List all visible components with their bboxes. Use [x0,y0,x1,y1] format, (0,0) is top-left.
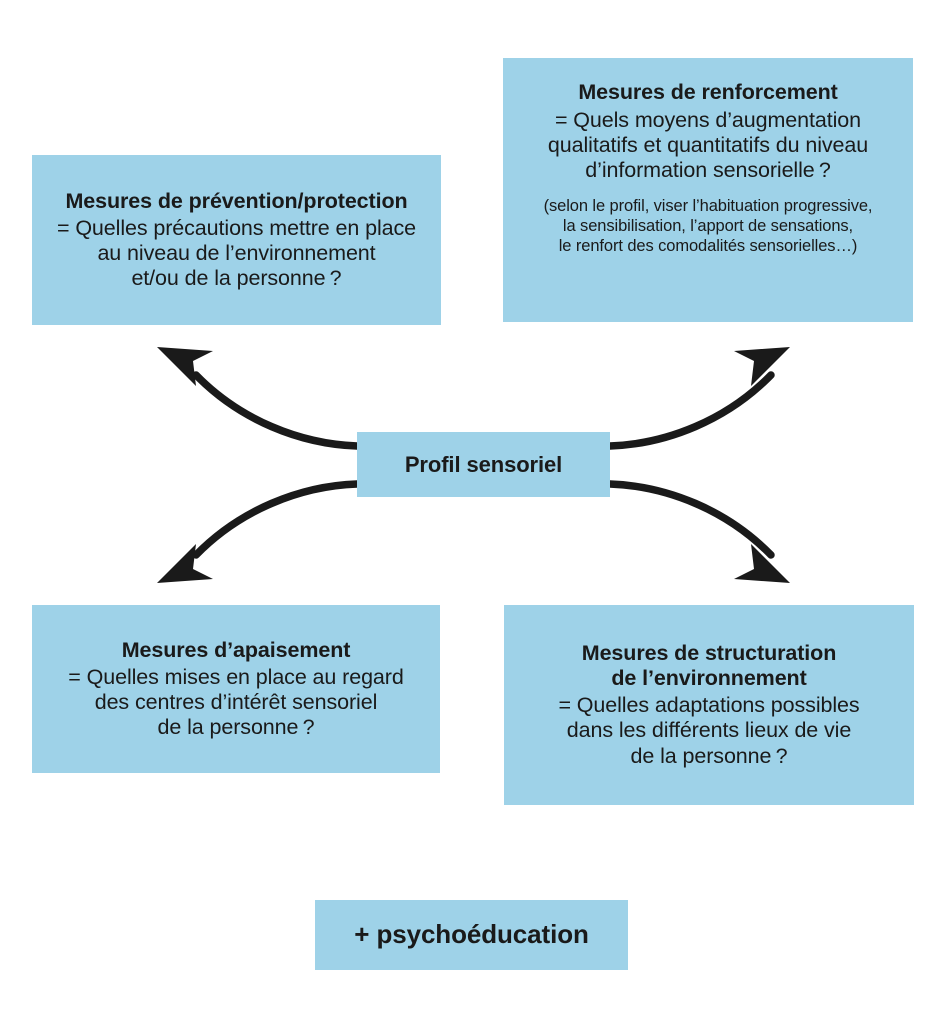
box-body-line: et/ou de la personne ? [131,266,342,291]
box-body-line: qualitatifs et quantitatifs du niveau [547,132,869,157]
box-note-line: la sensibilisation, l’apport de sensatio… [562,216,854,235]
box-body: = Quelles mises en place au regard des c… [68,665,404,740]
box-body-line: des centres d’intérêt sensoriel [94,690,378,715]
box-note-line: (selon le profil, viser l’habituation pr… [543,196,873,215]
box-title: Mesures de structuration de l’environnem… [581,641,837,690]
box-mesures-apaisement: Mesures d’apaisement = Quelles mises en … [32,605,440,773]
box-title-line: de l’environnement [611,665,807,690]
arrow-to-apaisement-icon [157,480,361,583]
box-body-line: = Quels moyens d’augmentation [554,107,862,132]
arrow-to-renforcement-icon [606,347,790,450]
box-body-line: = Quelles mises en place au regard [68,665,404,690]
box-body-line: = Quelles précautions mettre en place [56,216,417,241]
box-title: Mesures de prévention/protection [65,188,408,213]
box-title: Mesures d’apaisement [121,637,351,662]
box-body-line: au niveau de l’environnement [97,241,376,266]
box-mesures-renforcement: Mesures de renforcement = Quels moyens d… [503,58,913,322]
box-mesures-prevention-protection: Mesures de prévention/protection = Quell… [32,155,441,325]
box-body-line: de la personne ? [630,743,788,768]
box-body-line: = Quelles adaptations possibles [558,693,860,718]
box-body-line: dans les différents lieux de vie [566,718,852,743]
box-body: = Quels moyens d’augmentation qualitatif… [548,108,868,183]
box-mesures-structuration-environnement: Mesures de structuration de l’environnem… [504,605,914,805]
arrow-to-structuration-icon [606,480,790,583]
box-profil-sensoriel: Profil sensoriel [357,432,610,497]
box-body: = Quelles précautions mettre en place au… [57,216,416,291]
box-body: = Quelles adaptations possibles dans les… [558,693,859,768]
footer-label: + psychoéducation [354,919,589,950]
center-label: Profil sensoriel [404,451,563,477]
box-note-line: le renfort des comodalités sensorielles…… [558,236,858,255]
box-note: (selon le profil, viser l’habituation pr… [544,197,873,256]
box-psychoeducation: + psychoéducation [315,900,628,970]
arrow-to-prevention-icon [157,347,361,450]
box-body-line: de la personne ? [157,715,315,740]
box-title: Mesures de renforcement [578,80,838,104]
box-title-line: Mesures de structuration [581,641,837,666]
box-body-line: d’information sensorielle ? [585,157,831,182]
